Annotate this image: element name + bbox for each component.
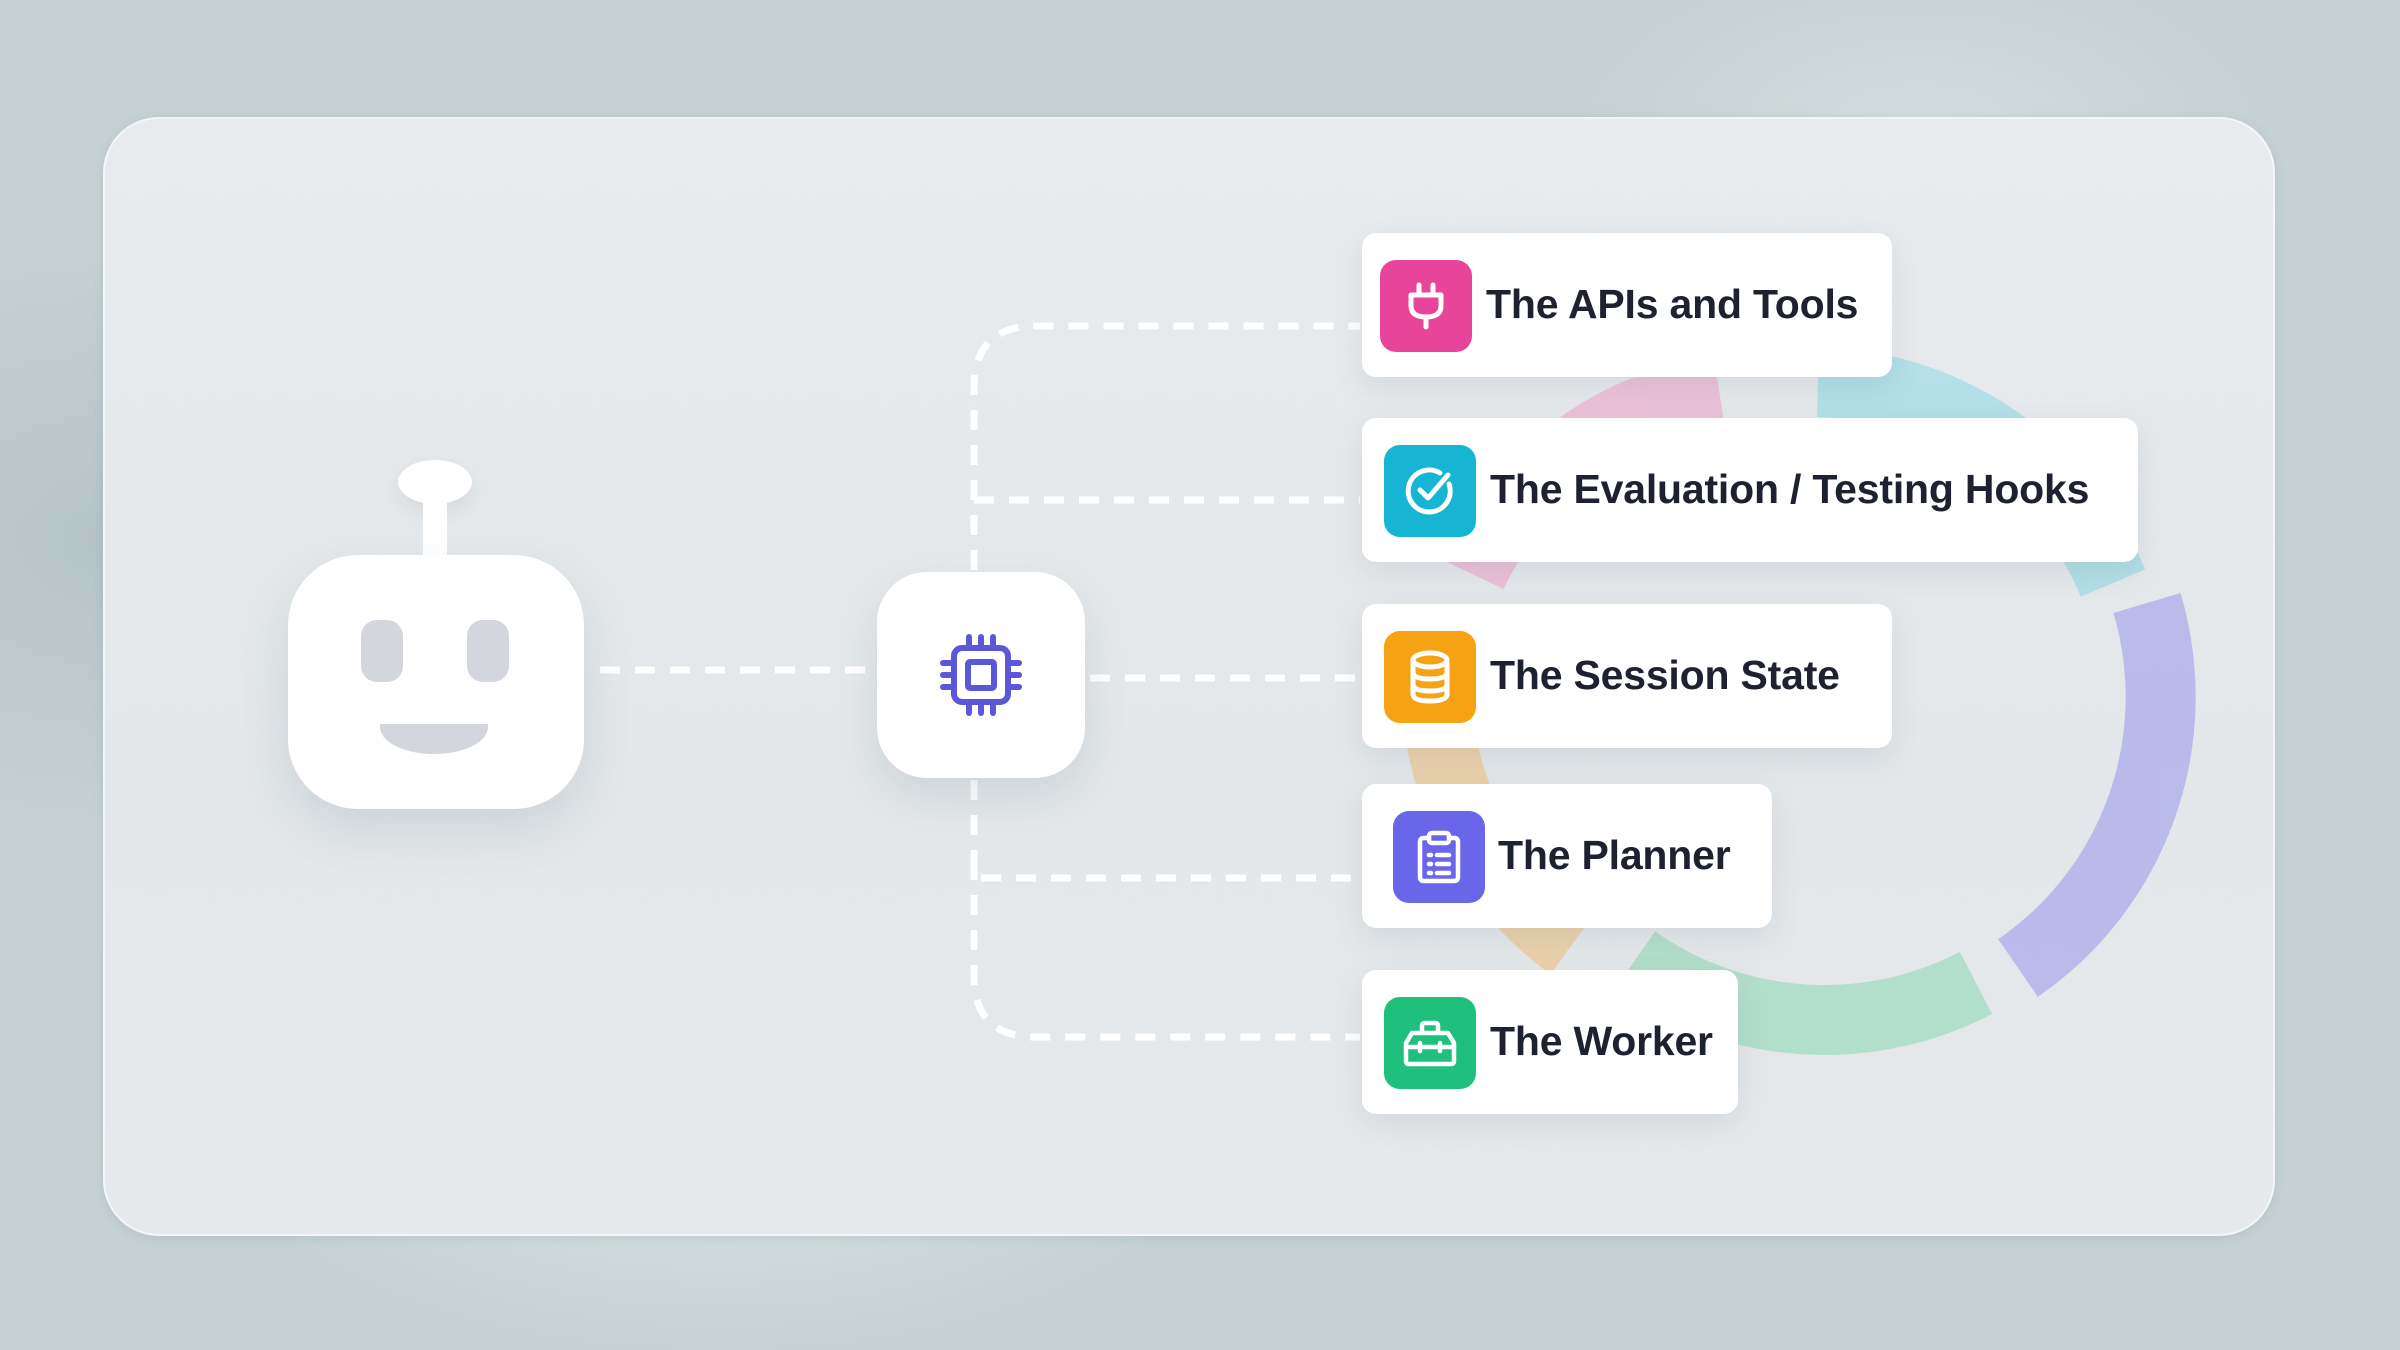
card-label: The Worker <box>1490 1018 1713 1064</box>
database-icon <box>1410 650 1450 704</box>
card-worker: The Worker <box>1362 970 1738 1114</box>
plug-icon <box>1408 282 1444 330</box>
card-label: The Session State <box>1490 652 1840 698</box>
card-label: The Planner <box>1498 832 1731 878</box>
cpu-chip-icon <box>940 634 1022 716</box>
connector-hub-planner <box>970 780 1360 882</box>
connector-hub-worker <box>970 860 1360 1041</box>
card-label: The Evaluation / Testing Hooks <box>1490 466 2090 512</box>
hub-node <box>877 572 1085 778</box>
connector-hub-apis <box>970 322 1360 570</box>
check-circle-icon <box>1405 467 1453 515</box>
card-evaluation-testing-hooks: The Evaluation / Testing Hooks <box>1362 418 2138 562</box>
robot-eye-left <box>361 620 403 682</box>
check-circle-icon-tile <box>1384 445 1476 537</box>
database-icon-tile <box>1384 631 1476 723</box>
clipboard-list-icon-tile <box>1393 811 1485 903</box>
card-planner: The Planner <box>1362 784 1772 928</box>
card-label: The APIs and Tools <box>1486 281 1859 327</box>
robot-antenna-stem <box>423 482 447 562</box>
card-apis-and-tools: The APIs and Tools <box>1362 233 1892 377</box>
clipboard-list-icon <box>1417 830 1461 884</box>
toolbox-icon <box>1403 1020 1457 1067</box>
ring-segment-purple <box>1997 593 2196 997</box>
robot-eye-right <box>467 620 509 682</box>
toolbox-icon-tile <box>1384 997 1476 1089</box>
card-session-state: The Session State <box>1362 604 1892 748</box>
robot-icon <box>288 555 584 809</box>
plug-icon-tile <box>1380 260 1472 352</box>
